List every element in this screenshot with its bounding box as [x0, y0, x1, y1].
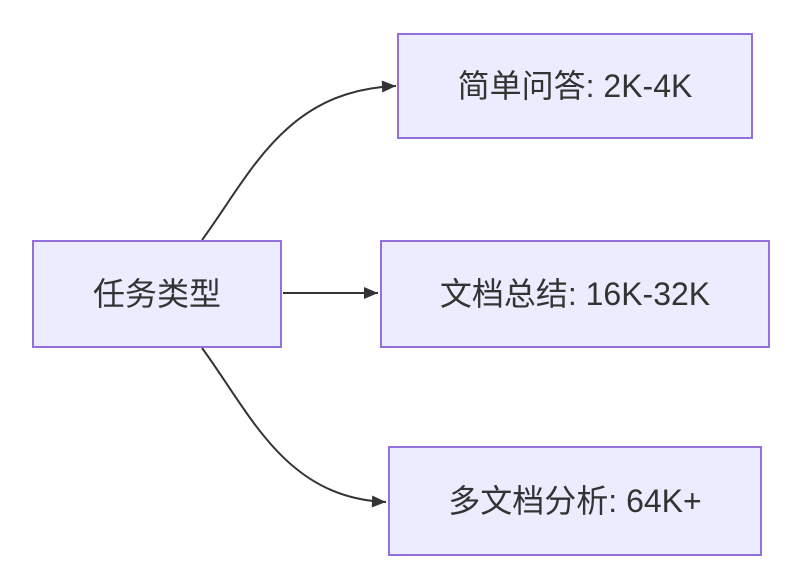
node-multi-doc-analysis: 多文档分析: 64K+: [388, 446, 762, 556]
node-doc-summary: 文档总结: 16K-32K: [380, 240, 770, 348]
node-task-type-label: 任务类型: [92, 275, 221, 312]
node-multi-doc-analysis-label: 多文档分析: 64K+: [448, 482, 702, 519]
node-simple-qa: 简单问答: 2K-4K: [397, 33, 753, 139]
edge-task-type-to-simple-qa: [201, 80, 397, 241]
node-task-type: 任务类型: [32, 240, 282, 348]
node-doc-summary-label: 文档总结: 16K-32K: [439, 275, 711, 312]
edge-task-type-to-multi-doc-analysis: [201, 347, 387, 508]
node-simple-qa-label: 简单问答: 2K-4K: [457, 67, 693, 104]
